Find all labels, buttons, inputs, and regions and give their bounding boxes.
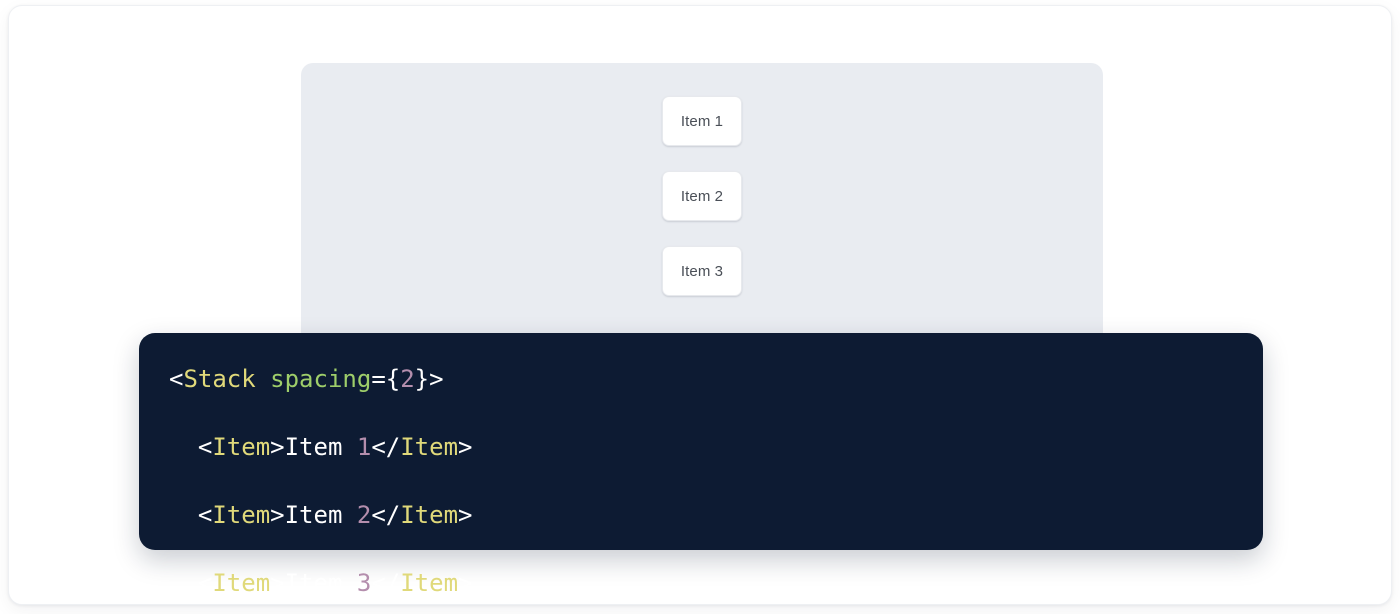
page-frame: Item 1 Item 2 Item 3 <Stack spacing={2}>… <box>8 5 1392 605</box>
code-token-punct: </ <box>371 501 401 529</box>
code-token-punct: </ <box>371 569 401 597</box>
code-token-number: 2 <box>356 501 372 529</box>
code-token-punct: }> <box>414 365 444 393</box>
code-token-punct: > <box>458 569 473 597</box>
code-token-attr: spacing <box>270 365 372 393</box>
code-token-punct: ={ <box>371 365 401 393</box>
code-token-tag: Item <box>212 501 271 529</box>
code-token-number: 3 <box>356 569 372 597</box>
item-stack: Item 1 Item 2 Item 3 <box>301 63 1103 353</box>
code-token-punct: > <box>458 501 473 529</box>
code-token-punct: > <box>270 501 285 529</box>
code-token-punct: > <box>270 433 285 461</box>
stack-item[interactable]: Item 2 <box>662 171 742 221</box>
code-block[interactable]: <Stack spacing={2}> <Item>Item 1</Item> … <box>169 362 1263 604</box>
code-token-punct: </ <box>371 433 401 461</box>
code-token-tag: Item <box>400 569 459 597</box>
stack-item-label: Item 2 <box>680 187 724 205</box>
code-indent <box>169 569 198 597</box>
code-panel: <Stack spacing={2}> <Item>Item 1</Item> … <box>139 333 1263 597</box>
code-token-punct: < <box>169 365 184 393</box>
code-token-tag: Item <box>400 501 459 529</box>
code-token-tag: Item <box>400 433 459 461</box>
code-line: <Stack spacing={2}> <box>169 362 1263 396</box>
stack-item-label: Item 3 <box>680 262 724 280</box>
code-line: <Item>Item 1</Item> <box>169 430 1263 464</box>
code-indent <box>169 433 198 461</box>
code-token-text <box>256 365 270 393</box>
code-token-punct: < <box>197 501 213 529</box>
code-token-text: Item <box>284 569 357 597</box>
stack-item-label: Item 1 <box>680 112 724 130</box>
code-token-tag: Item <box>212 433 271 461</box>
code-token-number: 2 <box>400 365 415 393</box>
stack-item[interactable]: Item 1 <box>662 96 742 146</box>
code-indent <box>169 501 198 529</box>
code-token-punct: > <box>458 433 473 461</box>
code-token-punct: > <box>270 569 285 597</box>
code-token-punct: < <box>197 433 213 461</box>
code-line: <Item>Item 2</Item> <box>169 498 1263 532</box>
code-token-tag: Stack <box>183 365 256 393</box>
code-line: <Item>Item 3</Item> <box>169 566 1263 600</box>
code-token-tag: Item <box>212 569 271 597</box>
code-token-number: 1 <box>356 433 372 461</box>
code-token-text: Item <box>284 501 357 529</box>
stack-item[interactable]: Item 3 <box>662 246 742 296</box>
code-token-text: Item <box>284 433 357 461</box>
code-token-punct: < <box>197 569 213 597</box>
